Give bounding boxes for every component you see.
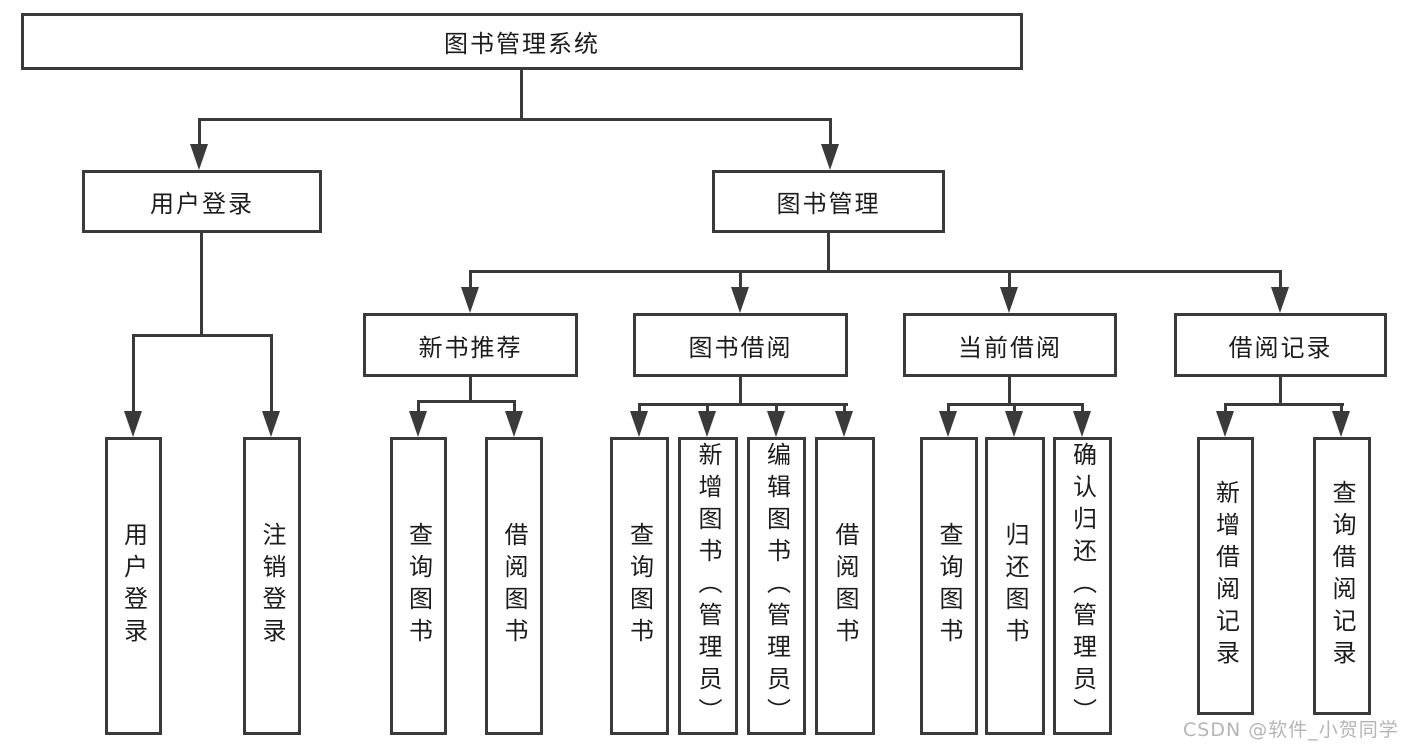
node-bb-query-books: 查询图书	[610, 437, 669, 735]
arrowhead-leaf-user-login	[124, 411, 142, 437]
node-cb-return-books: 归还图书	[985, 437, 1045, 735]
arrowhead-bb-borrow-books	[835, 411, 853, 437]
connector-borrow-record-stem	[1279, 377, 1282, 406]
arrowhead-leaf-logout	[262, 411, 280, 437]
connector-current-borrow-drop-3	[1081, 403, 1084, 413]
connector-new-book-rail	[417, 400, 516, 403]
node-leaf-logout: 注销登录	[243, 437, 301, 735]
arrowhead-book-borrow	[731, 287, 749, 313]
connector-user-login-drop-1	[132, 334, 135, 412]
connector-drop-new-book	[469, 270, 472, 288]
connector-new-book-drop-2	[513, 400, 516, 413]
node-root-label: 图书管理系统	[444, 30, 600, 58]
arrowhead-current-borrow	[1000, 287, 1018, 313]
connector-user-login-rail	[132, 334, 273, 337]
node-leaf-user-login: 用户登录	[105, 437, 162, 735]
node-nb-borrow-books-label: 借阅图书	[500, 522, 528, 650]
node-bb-add-books-admin-label: 新增图书（管理员）	[694, 442, 722, 730]
connector-user-login-stem	[200, 233, 203, 337]
node-nb-query-books: 查询图书	[390, 437, 447, 735]
connector-book-borrow-stem	[739, 377, 742, 406]
arrowhead-new-book-recommend	[461, 287, 479, 313]
node-current-borrow-label: 当前借阅	[958, 333, 1062, 362]
connector-book-management-stem	[827, 233, 830, 273]
connector-book-borrow-drop-4	[843, 403, 846, 413]
arrowhead-cb-query-books	[939, 411, 957, 437]
node-br-query-record-label: 查询借阅记录	[1328, 480, 1356, 672]
node-user-login: 用户登录	[82, 170, 322, 233]
arrowhead-br-add-record	[1216, 411, 1234, 437]
connector-new-book-stem	[469, 377, 472, 403]
connector-borrow-record-drop-1	[1224, 403, 1227, 413]
node-cb-query-books: 查询图书	[920, 437, 978, 735]
node-cb-confirm-return-admin-label: 确认归还（管理员）	[1068, 442, 1097, 730]
node-bb-edit-books-admin: 编辑图书（管理员）	[747, 437, 806, 735]
node-cb-return-books-label: 归还图书	[1001, 522, 1029, 650]
node-book-borrow-label: 图书借阅	[688, 333, 793, 362]
connector-borrow-record-rail	[1224, 403, 1344, 406]
connector-drop-borrow-record	[1279, 270, 1282, 288]
node-user-login-label: 用户登录	[150, 190, 254, 218]
watermark-text: CSDN @软件_小贺同学	[1183, 719, 1399, 741]
node-bb-borrow-books: 借阅图书	[815, 437, 875, 735]
node-book-management-label: 图书管理	[776, 190, 881, 218]
arrowhead-br-query-record	[1332, 411, 1350, 437]
node-borrow-record-label: 借阅记录	[1228, 333, 1333, 362]
connector-current-borrow-stem	[1008, 377, 1011, 406]
node-bb-borrow-books-label: 借阅图书	[831, 522, 859, 650]
arrowhead-book-management	[821, 144, 839, 170]
node-nb-query-books-label: 查询图书	[404, 522, 433, 650]
connector-root-right-drop	[829, 118, 832, 146]
arrowhead-nb-borrow-books	[505, 411, 523, 437]
node-leaf-user-login-label: 用户登录	[119, 522, 148, 650]
connector-book-borrow-drop-3	[775, 403, 778, 413]
connector-book-borrow-drop-1	[638, 403, 641, 413]
node-new-book-recommend: 新书推荐	[363, 313, 578, 377]
node-br-query-record: 查询借阅记录	[1313, 437, 1371, 715]
node-book-borrow: 图书借阅	[633, 313, 848, 377]
arrowhead-bb-query-books	[630, 411, 648, 437]
node-cb-query-books-label: 查询图书	[935, 522, 963, 650]
connector-user-login-drop-2	[270, 334, 273, 412]
node-borrow-record: 借阅记录	[1174, 313, 1387, 377]
arrowhead-user-login	[190, 144, 208, 170]
arrowhead-cb-confirm-return	[1073, 411, 1091, 437]
connector-drop-book-borrow	[739, 270, 742, 288]
node-new-book-recommend-label: 新书推荐	[418, 333, 523, 362]
connector-book-borrow-rail	[638, 403, 848, 406]
node-br-add-record: 新增借阅记录	[1197, 437, 1254, 715]
connector-drop-current-borrow	[1008, 270, 1011, 288]
connector-borrow-record-drop-2	[1340, 403, 1343, 413]
arrowhead-cb-return-books	[1005, 411, 1023, 437]
node-cb-confirm-return-admin: 确认归还（管理员）	[1053, 437, 1112, 735]
node-current-borrow: 当前借阅	[903, 313, 1117, 377]
node-bb-edit-books-admin-label: 编辑图书（管理员）	[762, 442, 791, 730]
arrowhead-borrow-record	[1271, 287, 1289, 313]
connector-root-rail	[198, 118, 832, 121]
node-book-management: 图书管理	[712, 170, 945, 233]
connector-book-management-rail	[469, 270, 1282, 273]
connector-current-borrow-drop-2	[1013, 403, 1016, 413]
node-bb-add-books-admin: 新增图书（管理员）	[678, 437, 738, 735]
connector-root-stem	[520, 70, 523, 120]
connector-book-borrow-drop-2	[706, 403, 709, 413]
node-bb-query-books-label: 查询图书	[625, 522, 654, 650]
node-nb-borrow-books: 借阅图书	[485, 437, 543, 735]
connector-new-book-drop-1	[417, 400, 420, 413]
arrowhead-nb-query-books	[409, 411, 427, 437]
node-root: 图书管理系统	[21, 13, 1023, 70]
node-leaf-logout-label: 注销登录	[258, 522, 286, 650]
node-br-add-record-label: 新增借阅记录	[1211, 480, 1240, 672]
arrowhead-bb-edit-books	[767, 411, 785, 437]
connector-root-left-drop	[198, 118, 201, 146]
connector-current-borrow-drop-1	[947, 403, 950, 413]
arrowhead-bb-add-books	[698, 411, 716, 437]
